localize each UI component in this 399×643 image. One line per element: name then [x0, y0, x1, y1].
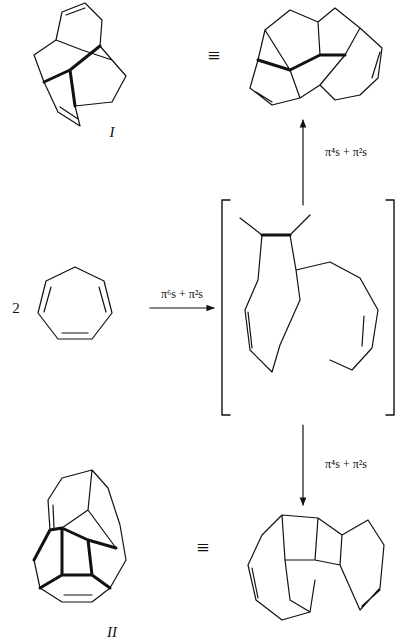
- cage-molecule-i: [34, 3, 126, 126]
- cage-molecule-ii: [34, 470, 126, 602]
- reaction-label: π⁶s + π²s: [159, 287, 205, 301]
- bracket: [222, 200, 394, 415]
- intermediate-molecule: [240, 215, 378, 372]
- reaction-arrow: [302, 120, 303, 205]
- equivalence-sign: ≡: [208, 45, 220, 67]
- reaction-arrow: [150, 307, 214, 308]
- equivalence-sign: ≡: [197, 537, 209, 559]
- reaction-label: π⁴s + π²s: [323, 457, 369, 471]
- cycloheptatriene: [38, 267, 112, 339]
- cage-molecule-i-view: [250, 8, 382, 105]
- reaction-arrow: [302, 425, 303, 505]
- cage-molecule-ii-view: [248, 515, 384, 620]
- stoichiometric-number: 2: [12, 301, 20, 316]
- compound-label: I: [110, 125, 115, 140]
- reaction-label: π⁴s + π²s: [323, 145, 369, 159]
- compound-label: II: [107, 625, 117, 640]
